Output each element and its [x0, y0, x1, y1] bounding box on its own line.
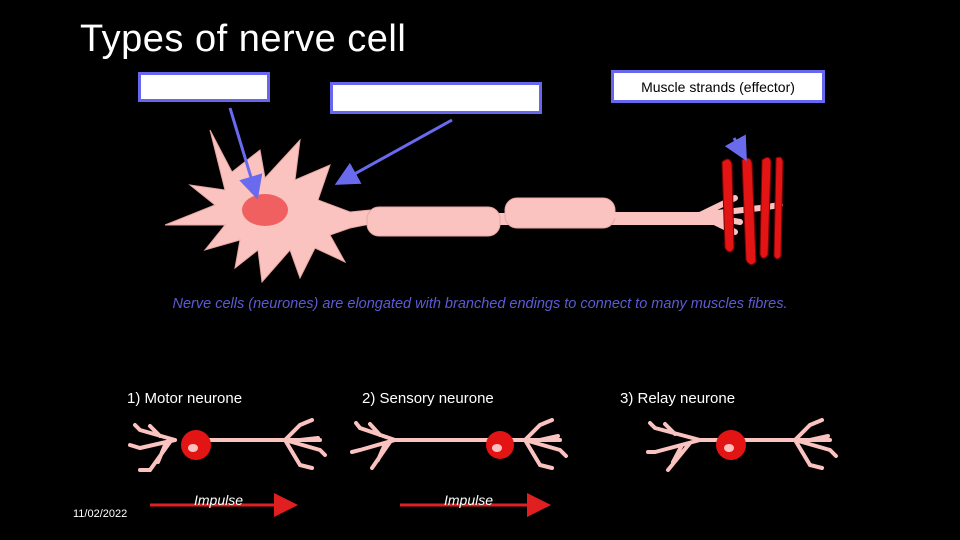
dendrites [350, 418, 568, 470]
myelin-sheath [504, 197, 616, 229]
muscle-strand [773, 156, 784, 260]
page-title: Types of nerve cell [80, 18, 407, 60]
dendrites [128, 418, 327, 472]
motor-neurone-large [164, 129, 783, 284]
relay-neurone-label: 3) Relay neurone [620, 390, 736, 407]
axon-pointer-arrow [334, 118, 453, 185]
impulse-label: Impulse [444, 492, 494, 508]
sensory-neurone-small [350, 418, 568, 470]
muscle-strand [759, 156, 772, 259]
diagram-caption: Nerve cells (neurones) are elongated wit… [172, 296, 788, 312]
muscle-strand [741, 157, 757, 266]
nucleus-label-box [138, 72, 270, 102]
muscle-pointer-arrow [724, 134, 747, 162]
muscle-label-box: Muscle strands (effector) [611, 70, 825, 103]
sensory-neurone-label: 2) Sensory neurone [362, 390, 494, 407]
nucleus [242, 194, 288, 226]
dendrites [646, 418, 838, 472]
axon-terminal [612, 195, 783, 235]
myelin-sheath [366, 206, 501, 237]
relay-neurone-small [646, 418, 838, 472]
muscle-strands [721, 156, 784, 266]
nucleus [724, 444, 734, 452]
motor-neurone-label: 1) Motor neurone [127, 390, 243, 407]
motor-neurone-small [128, 418, 327, 472]
nucleus [188, 444, 198, 452]
axon-label-box [330, 82, 542, 114]
nucleus [492, 444, 502, 452]
muscle-strand [721, 158, 735, 253]
slide-date: 11/02/2022 [73, 508, 128, 520]
nucleus-pointer-arrow [228, 107, 263, 200]
impulse-label: Impulse [194, 492, 244, 508]
